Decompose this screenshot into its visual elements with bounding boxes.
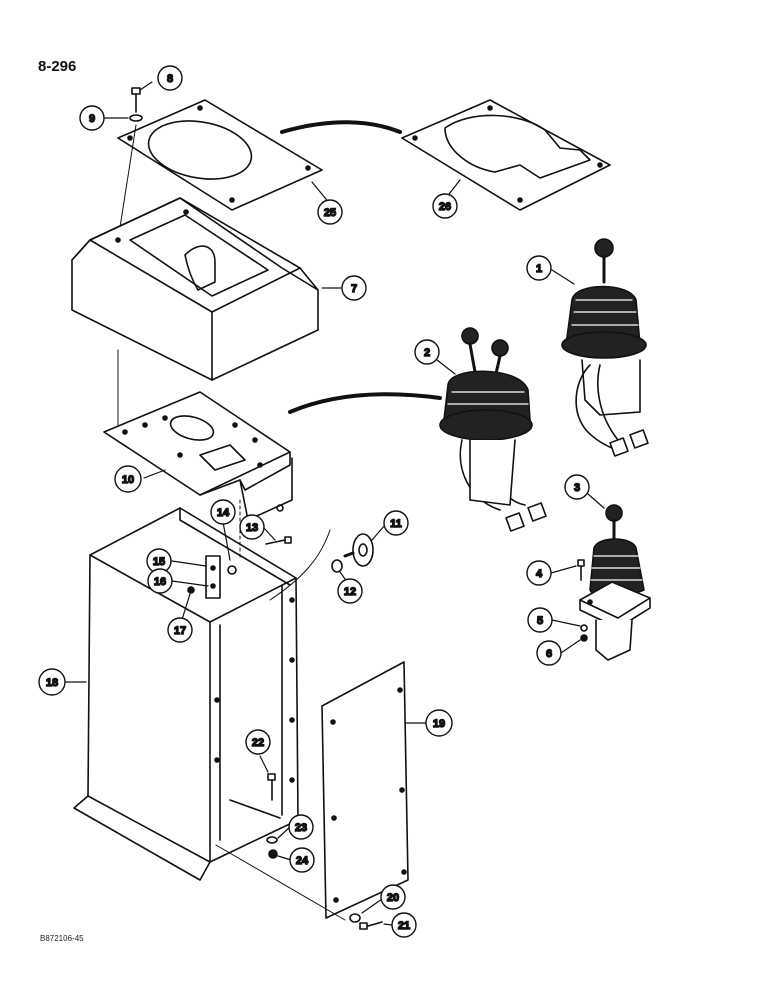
callout-17: 17 xyxy=(167,617,193,643)
svg-text:3: 3 xyxy=(574,482,580,494)
washer-part-12 xyxy=(331,559,343,573)
callout-24: 24 xyxy=(289,847,315,873)
svg-text:13: 13 xyxy=(246,522,258,534)
callout-3: 3 xyxy=(564,474,590,500)
nut-part-24 xyxy=(268,849,278,859)
mounting-plate-part-10 xyxy=(103,391,293,521)
svg-text:25: 25 xyxy=(324,207,336,219)
callout-15: 15 xyxy=(146,548,172,574)
nut-part-14 xyxy=(227,565,237,575)
top-plate-part-25 xyxy=(117,99,323,211)
callout-1: 1 xyxy=(526,255,552,281)
screw-part-22 xyxy=(267,773,276,801)
washer-part-17 xyxy=(187,586,195,594)
callout-6: 6 xyxy=(536,640,562,666)
figure-code: B872106-45 xyxy=(40,934,84,943)
svg-text:10: 10 xyxy=(122,474,134,486)
screw-part-8 xyxy=(131,87,141,113)
screw-part-21 xyxy=(359,921,383,930)
bolt-part-13 xyxy=(265,536,292,545)
callout-group: 8 9 25 26 7 1 2 10 3 14 13 11 15 16 17 1… xyxy=(38,65,590,938)
alternate-top-plate-part-26 xyxy=(401,99,611,211)
callout-18: 18 xyxy=(38,668,66,696)
callout-14: 14 xyxy=(210,499,236,525)
joystick-valve-part-1 xyxy=(561,238,649,457)
svg-text:11: 11 xyxy=(390,518,402,530)
callout-21: 21 xyxy=(391,912,417,938)
side-panel-part-19 xyxy=(321,661,409,919)
callout-20: 20 xyxy=(380,884,406,910)
link-line-25-26 xyxy=(280,120,402,134)
callout-9: 9 xyxy=(79,105,105,131)
nut-part-6 xyxy=(580,634,588,642)
console-cover-part-7 xyxy=(71,197,319,381)
svg-text:18: 18 xyxy=(46,677,58,689)
svg-text:17: 17 xyxy=(174,625,186,637)
pilot-valve-part-3 xyxy=(579,504,651,661)
svg-text:19: 19 xyxy=(433,718,445,730)
svg-text:15: 15 xyxy=(153,556,165,568)
svg-text:5: 5 xyxy=(537,615,543,627)
svg-text:23: 23 xyxy=(295,822,307,834)
console-base-part-18 xyxy=(73,507,299,881)
callout-10: 10 xyxy=(114,465,142,493)
link-line-2-10 xyxy=(288,392,442,414)
svg-text:12: 12 xyxy=(344,586,356,598)
page-number: 8-296 xyxy=(38,58,77,75)
callout-8: 8 xyxy=(157,65,183,91)
callout-25: 25 xyxy=(317,199,343,225)
callout-23: 23 xyxy=(288,814,314,840)
svg-text:16: 16 xyxy=(154,576,166,588)
svg-text:21: 21 xyxy=(398,920,410,932)
callout-22: 22 xyxy=(245,729,271,755)
svg-text:8: 8 xyxy=(167,73,173,85)
svg-text:22: 22 xyxy=(252,737,264,749)
washer-part-5 xyxy=(580,624,588,632)
svg-text:6: 6 xyxy=(546,648,552,660)
callout-16: 16 xyxy=(147,568,173,594)
knob-part-11 xyxy=(343,533,374,567)
svg-text:24: 24 xyxy=(296,855,309,867)
screw-part-4 xyxy=(577,559,585,581)
callout-7: 7 xyxy=(341,275,367,301)
washer-part-20 xyxy=(349,913,361,923)
dual-joystick-valve-part-2 xyxy=(439,327,547,532)
svg-text:1: 1 xyxy=(536,263,542,275)
svg-text:20: 20 xyxy=(387,892,399,904)
svg-text:14: 14 xyxy=(217,507,230,519)
svg-text:4: 4 xyxy=(536,568,543,580)
washer-part-23 xyxy=(266,836,278,844)
svg-text:2: 2 xyxy=(424,347,430,359)
washer-part-9 xyxy=(129,114,143,122)
callout-4: 4 xyxy=(526,560,552,586)
svg-text:26: 26 xyxy=(439,201,451,213)
callout-5: 5 xyxy=(527,607,553,633)
bracket-part-15 xyxy=(205,555,221,599)
svg-text:9: 9 xyxy=(89,113,95,125)
callout-26: 26 xyxy=(432,193,458,219)
svg-text:7: 7 xyxy=(351,283,357,295)
callout-2: 2 xyxy=(414,339,440,365)
callout-11: 11 xyxy=(383,510,409,536)
callout-13: 13 xyxy=(239,514,265,540)
callout-12: 12 xyxy=(337,578,363,604)
callout-19: 19 xyxy=(425,709,453,737)
